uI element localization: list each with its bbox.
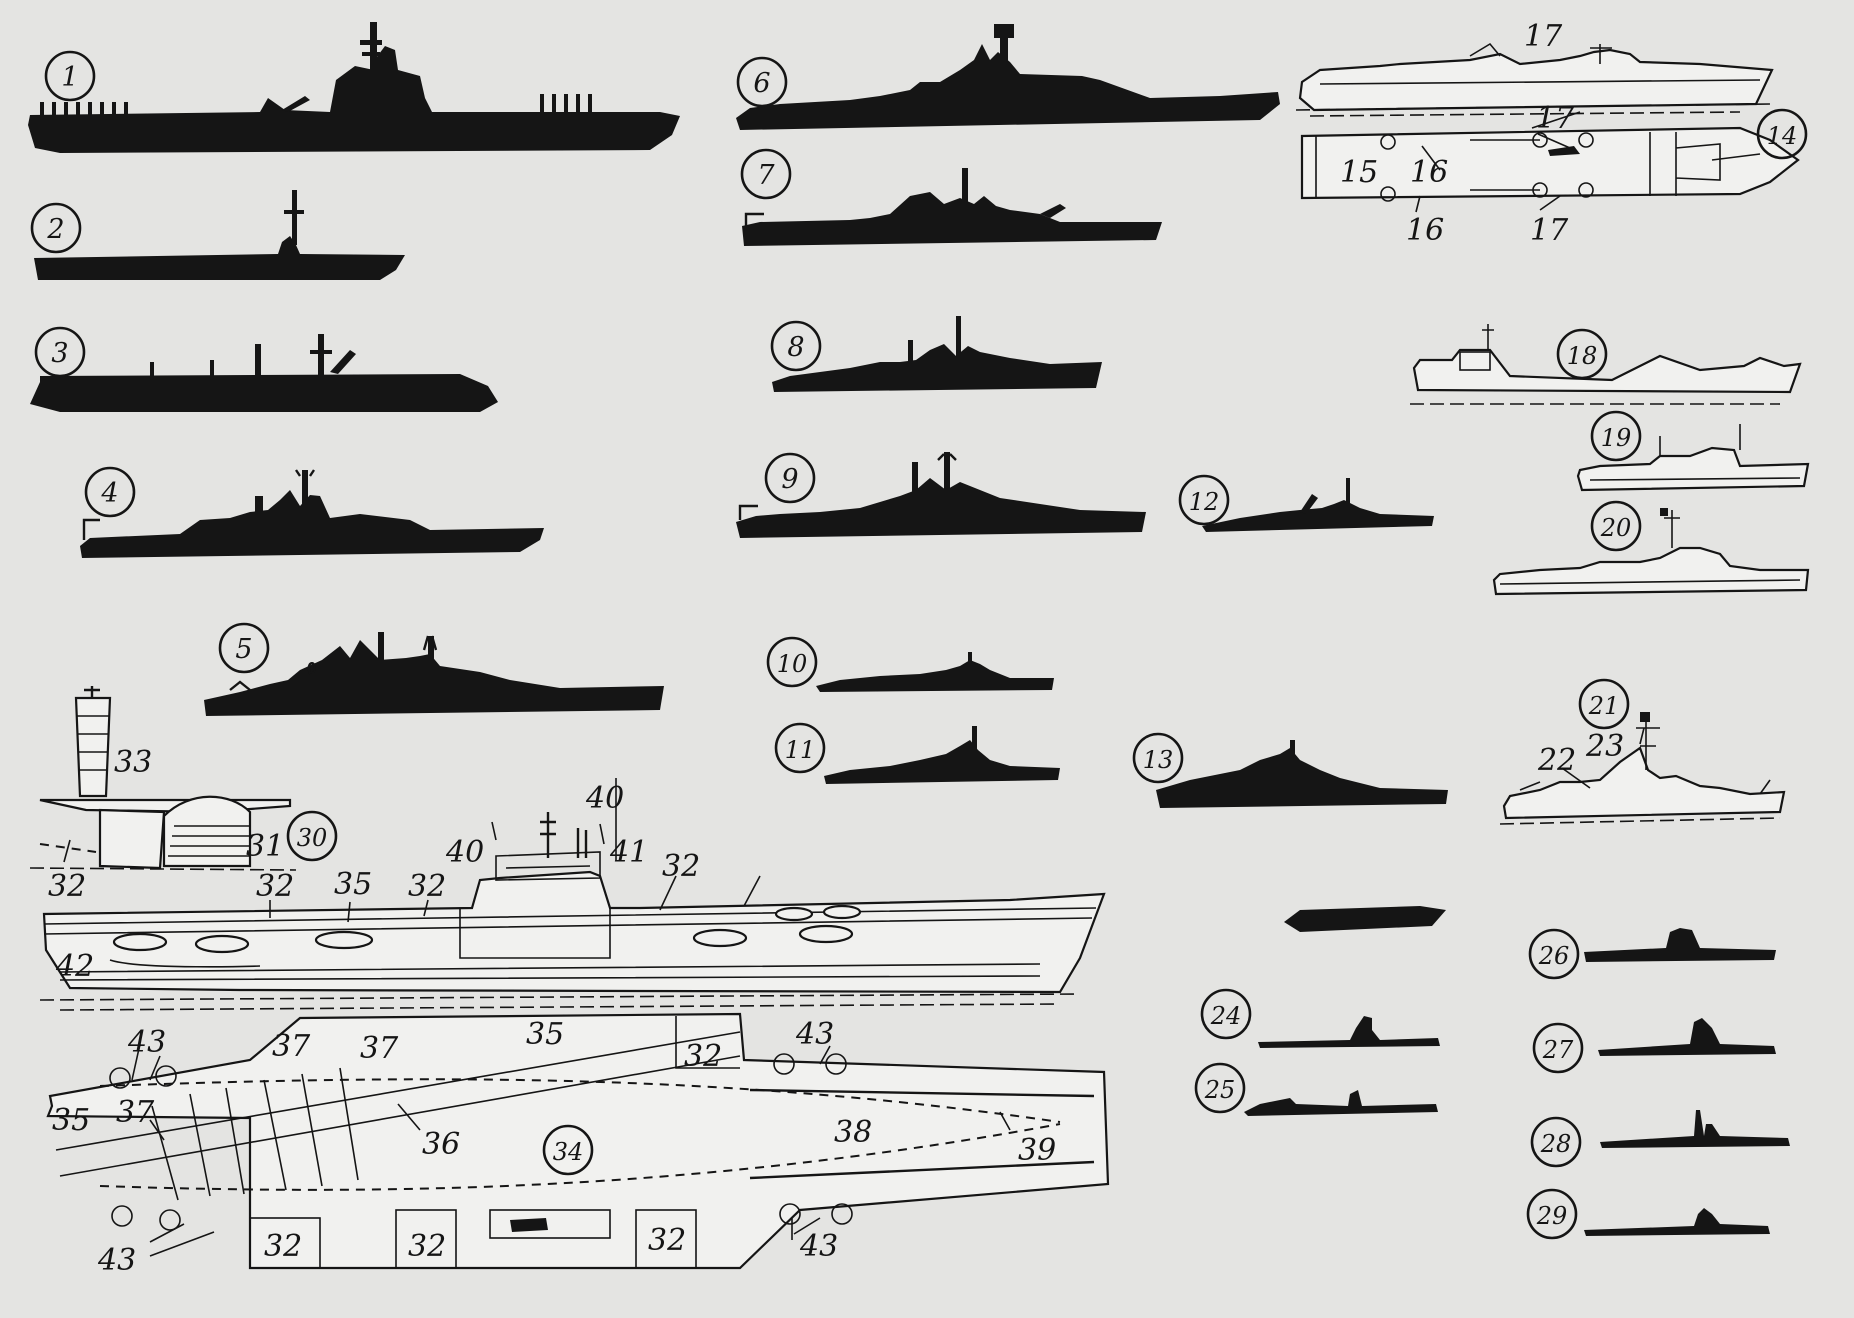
part-label-37b: 37 (360, 1031, 399, 1066)
circled-number-8: 8 (787, 332, 804, 363)
circled-number-34: 34 (553, 1138, 584, 1166)
part-label-39: 39 (1018, 1133, 1056, 1168)
part-label-16a: 16 (1410, 155, 1448, 190)
ship-12-silhouette (1202, 478, 1434, 532)
part-label-17a: 17 (1524, 19, 1563, 54)
circled-number-26: 26 (1538, 942, 1570, 970)
part-label-37a: 37 (272, 1029, 311, 1064)
part-label-32-plan-c: 32 (408, 1229, 446, 1264)
circled-number-27: 27 (1542, 1036, 1574, 1064)
part-label-22: 22 (1537, 743, 1576, 778)
part-label-40b: 40 (445, 835, 484, 870)
part-label-32-bow: 32 (48, 869, 86, 904)
circled-number-30: 30 (297, 824, 328, 852)
ship-8-silhouette (772, 316, 1102, 392)
part-label-40a: 40 (585, 781, 624, 816)
ship-4-silhouette (80, 469, 544, 558)
ship-2-silhouette (34, 190, 405, 280)
part-label-35-plan-b: 35 (52, 1103, 90, 1138)
circled-number-19: 19 (1601, 424, 1632, 452)
ship-5-silhouette (204, 632, 664, 716)
circled-number-24: 24 (1210, 1002, 1242, 1030)
part-label-43c: 43 (97, 1243, 136, 1278)
ship-10-silhouette (816, 652, 1054, 692)
circled-number-9: 9 (781, 464, 798, 495)
circled-number-11: 11 (785, 736, 816, 764)
circled-number-29: 29 (1536, 1202, 1568, 1230)
ship-14-profile (1295, 42, 1774, 117)
ship-3-silhouette (30, 334, 498, 412)
ship-21-profile (1499, 712, 1786, 825)
circled-number-12: 12 (1189, 488, 1220, 516)
circled-numbers: 1 2 3 4 5 6 7 8 9 10 11 12 13 14 18 19 2… (30, 50, 1808, 1240)
ship-18-profile (1410, 324, 1802, 405)
part-label-35-profile: 35 (334, 867, 372, 902)
submarine-25 (1244, 1090, 1438, 1116)
circled-number-4: 4 (100, 478, 118, 509)
circled-number-2: 2 (46, 214, 64, 245)
part-label-16b: 16 (1406, 213, 1444, 248)
submarine-29 (1584, 1208, 1770, 1236)
part-label-32-plan-b: 32 (264, 1229, 302, 1264)
circled-number-10: 10 (777, 650, 808, 678)
circled-number-1: 1 (61, 62, 78, 93)
leader-lines (63, 111, 1645, 1257)
ship-11-silhouette (824, 726, 1060, 784)
part-label-17b: 17 (1536, 101, 1575, 136)
carrier-plan-view (46, 1012, 1110, 1270)
part-labels: 15 16 16 17 17 17 22 23 31 32 32 32 32 3… (48, 19, 1624, 1278)
circled-number-21: 21 (1588, 692, 1620, 720)
ship-20-profile (1492, 508, 1810, 596)
part-label-32-profile-b: 32 (408, 869, 446, 904)
part-label-43d: 43 (799, 1229, 838, 1264)
circled-number-7: 7 (757, 160, 775, 191)
part-label-32-plan-a: 32 (684, 1039, 722, 1074)
submarine-unlabeled (1284, 906, 1446, 932)
circled-number-13: 13 (1143, 746, 1174, 774)
part-label-41: 41 (609, 835, 648, 870)
part-label-35-plan-a: 35 (526, 1017, 564, 1052)
circled-number-5: 5 (235, 634, 252, 665)
circled-number-25: 25 (1204, 1076, 1236, 1104)
circled-number-6: 6 (753, 68, 770, 99)
ship-14-plan (1300, 126, 1800, 202)
ship-7-silhouette (742, 168, 1162, 246)
part-label-31: 31 (246, 829, 284, 864)
circled-number-20: 20 (1600, 514, 1632, 542)
circled-number-28: 28 (1540, 1130, 1572, 1158)
part-label-15: 15 (1340, 155, 1378, 190)
part-label-36: 36 (422, 1127, 460, 1162)
ship-1-silhouette (28, 22, 680, 153)
part-label-33: 33 (114, 745, 152, 780)
part-label-38: 38 (834, 1115, 872, 1150)
part-label-43a: 43 (127, 1025, 166, 1060)
ship-9-silhouette (736, 452, 1146, 538)
part-label-32-profile-c: 32 (662, 849, 700, 884)
part-label-43b: 43 (795, 1017, 834, 1052)
ship-30-bow-view (29, 686, 297, 871)
part-label-32-plan-d: 32 (648, 1223, 686, 1258)
part-label-32-profile-a: 32 (256, 869, 294, 904)
part-label-42: 42 (55, 949, 94, 984)
ship-13-silhouette (1156, 740, 1448, 808)
circled-number-3: 3 (51, 338, 68, 369)
submarine-27 (1598, 1018, 1776, 1056)
circled-number-18: 18 (1567, 342, 1598, 370)
ship-6-silhouette (736, 24, 1280, 130)
submarine-28 (1600, 1110, 1790, 1148)
circled-number-14: 14 (1767, 122, 1798, 150)
part-label-23: 23 (1585, 729, 1624, 764)
submarine-26 (1584, 928, 1776, 962)
ship-19-profile (1576, 424, 1810, 492)
submarine-24 (1258, 1016, 1440, 1048)
part-label-37c: 37 (116, 1095, 155, 1130)
part-label-17c: 17 (1530, 213, 1569, 248)
carrier-profile (39, 778, 1106, 1011)
